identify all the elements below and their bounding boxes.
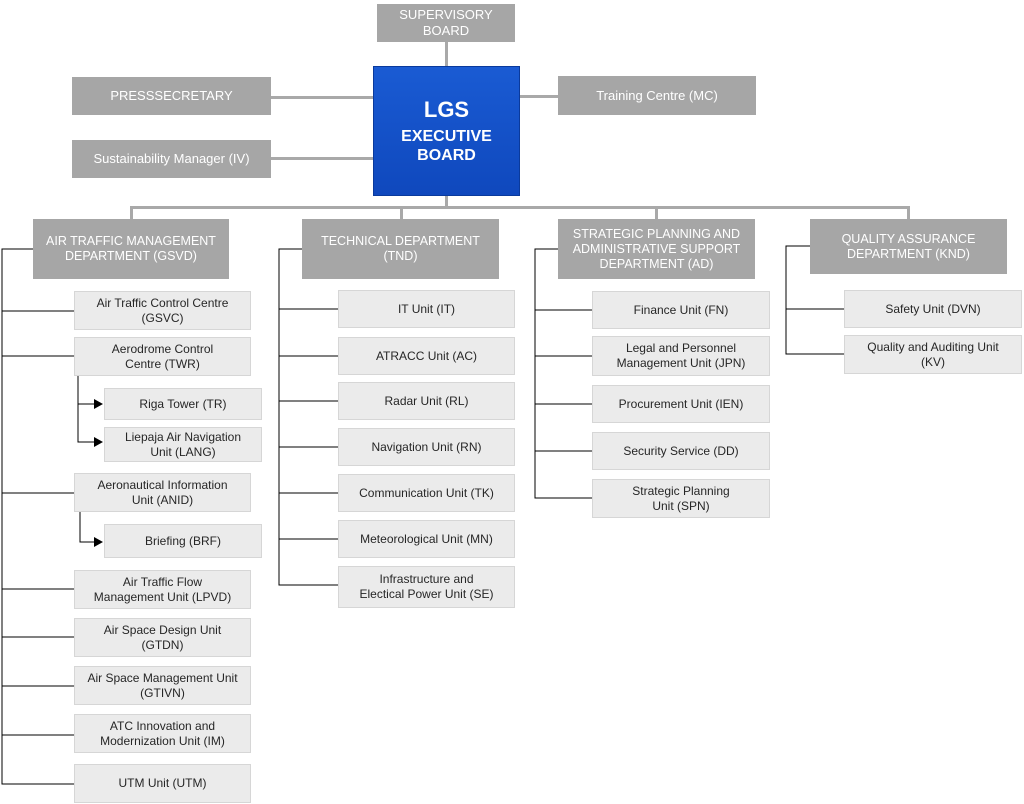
unit-kv: Quality and Auditing Unit (KV)	[844, 335, 1022, 374]
unit-mn: Meteorological Unit (MN)	[338, 520, 515, 558]
unit-lpvd: Air Traffic Flow Management Unit (LPVD)	[74, 570, 251, 609]
training-centre-box: Training Centre (MC)	[558, 76, 756, 115]
arrow-briefing	[94, 537, 103, 547]
unit-spn: Strategic Planning Unit (SPN)	[592, 479, 770, 518]
unit-ien: Procurement Unit (IEN)	[592, 385, 770, 423]
connector-dept-bus	[130, 206, 910, 209]
unit-fn: Finance Unit (FN)	[592, 291, 770, 329]
subunit-riga-tower: Riga Tower (TR)	[104, 388, 262, 420]
dept-technical-header: TECHNICAL DEPARTMENT (TND)	[302, 219, 499, 279]
unit-gtdn: Air Space Design Unit (GTDN)	[74, 618, 251, 657]
subunit-liepaja: Liepaja Air Navigation Unit (LANG)	[104, 427, 262, 462]
unit-jpn: Legal and Personnel Management Unit (JPN…	[592, 336, 770, 376]
unit-it: IT Unit (IT)	[338, 290, 515, 328]
connector-press	[270, 96, 374, 99]
supervisory-board-box: SUPERVISORY BOARD	[377, 4, 515, 42]
unit-rl: Radar Unit (RL)	[338, 382, 515, 420]
connector-dept4	[907, 206, 910, 219]
unit-tk: Communication Unit (TK)	[338, 474, 515, 512]
arrow-riga	[94, 399, 103, 409]
unit-dvn: Safety Unit (DVN)	[844, 290, 1022, 328]
dept-atm-header: AIR TRAFFIC MANAGEMENT DEPARTMENT (GSVD)	[33, 219, 229, 279]
sustainability-manager-box: Sustainability Manager (IV)	[72, 140, 271, 178]
unit-se: Infrastructure and Electical Power Unit …	[338, 566, 515, 608]
unit-gsvc: Air Traffic Control Centre (GSVC)	[74, 291, 251, 330]
unit-twr: Aerodrome Control Centre (TWR)	[74, 337, 251, 376]
unit-ac: ATRACC Unit (AC)	[338, 337, 515, 375]
connector-dept1	[130, 206, 133, 219]
unit-utm: UTM Unit (UTM)	[74, 764, 251, 803]
connector-dept2	[400, 206, 403, 219]
dept-strategic-header: STRATEGIC PLANNING AND ADMINISTRATIVE SU…	[558, 219, 755, 279]
connector-exec-down	[445, 196, 448, 208]
unit-im: ATC Innovation and Modernization Unit (I…	[74, 714, 251, 753]
connector-sustainability	[270, 157, 374, 160]
unit-dd: Security Service (DD)	[592, 432, 770, 470]
executive-board-title: LGS	[423, 97, 470, 122]
subunit-briefing: Briefing (BRF)	[104, 524, 262, 558]
unit-anid: Aeronautical Information Unit (ANID)	[74, 473, 251, 512]
arrow-liepaja	[94, 437, 103, 447]
unit-gtivn: Air Space Management Unit (GTIVN)	[74, 666, 251, 705]
press-secretary-box: PRESSSECRETARY	[72, 77, 271, 115]
unit-rn: Navigation Unit (RN)	[338, 428, 515, 466]
executive-board-box: LGS EXECUTIVE BOARD	[373, 66, 520, 196]
dept-quality-header: QUALITY ASSURANCE DEPARTMENT (KND)	[810, 219, 1007, 274]
connector-dept3	[655, 206, 658, 219]
connector-supervisory-exec	[445, 42, 448, 66]
executive-board-subtitle: EXECUTIVE BOARD	[401, 128, 492, 164]
connector-training	[519, 95, 559, 98]
